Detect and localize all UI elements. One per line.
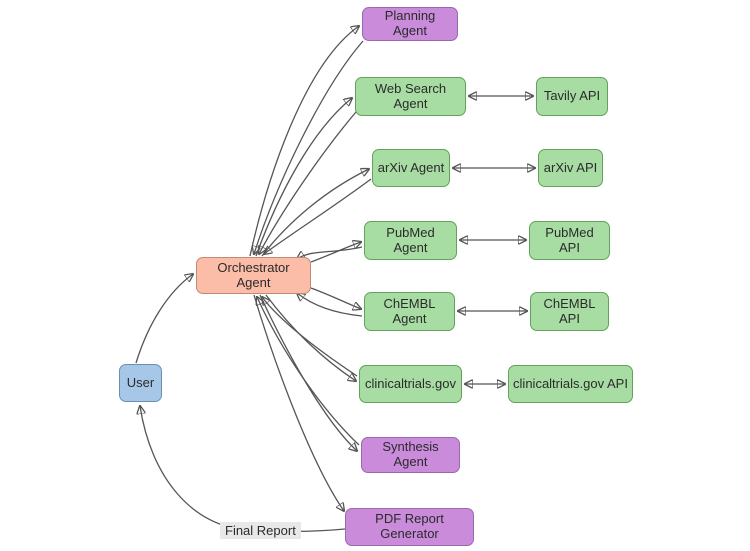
node-user: User <box>119 364 162 402</box>
node-pubmed-api: PubMed API <box>529 221 610 260</box>
node-web-search-agent: Web Search Agent <box>355 77 466 116</box>
node-tavily-api: Tavily API <box>536 77 608 116</box>
edge-orchestrator-chembl <box>310 287 361 309</box>
edge-orchestrator-planning <box>249 26 359 257</box>
edge-pubmed-orchestrator <box>297 246 363 259</box>
edge-orchestrator-pdf <box>253 294 344 511</box>
edge-planning-orchestrator <box>254 40 364 254</box>
edge-orchestrator-pubmed <box>310 242 361 263</box>
node-arxiv-agent: arXiv Agent <box>372 149 450 187</box>
edge-clinicaltrials-orchestrator <box>262 297 358 377</box>
node-chembl-agent: ChEMBL Agent <box>364 292 455 331</box>
node-synthesis-agent: Synthesis Agent <box>361 437 460 473</box>
edge-websearch-orchestrator <box>259 111 357 254</box>
edge-arxiv-orchestrator <box>264 178 372 254</box>
node-orchestrator-agent: Orchestrator Agent <box>196 257 311 294</box>
edge-synthesis-orchestrator <box>257 297 360 446</box>
node-clinicaltrials-api: clinicaltrials.gov API <box>508 365 633 403</box>
edge-label-final-report: Final Report <box>220 522 301 539</box>
edge-chembl-orchestrator <box>297 293 363 317</box>
node-chembl-api: ChEMBL API <box>530 292 609 331</box>
node-pdf-report-generator: PDF Report Generator <box>345 508 474 546</box>
node-clinicaltrials-gov: clinicaltrials.gov <box>359 365 462 403</box>
node-pubmed-agent: PubMed Agent <box>364 221 457 260</box>
edge-orchestrator-clinicaltrials <box>265 294 356 381</box>
edge-pdf-user-final-report <box>140 406 346 533</box>
node-planning-agent: Planning Agent <box>362 7 458 41</box>
edge-orchestrator-websearch <box>255 98 352 257</box>
edge-orchestrator-arxiv <box>261 169 369 257</box>
edge-user-orchestrator <box>135 274 193 364</box>
node-arxiv-api: arXiv API <box>538 149 603 187</box>
